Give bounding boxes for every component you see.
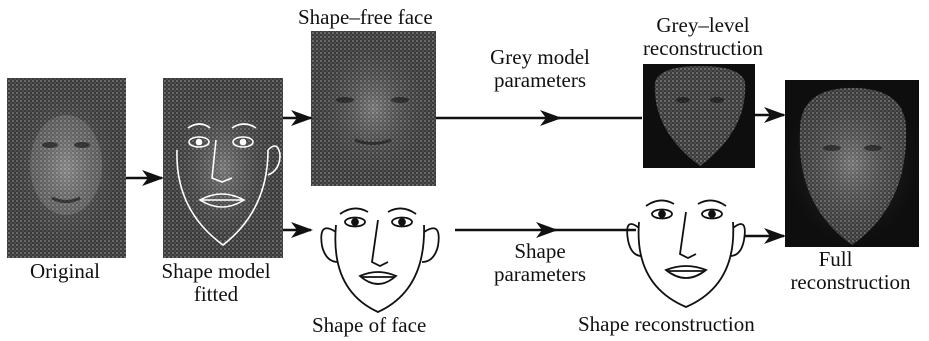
label-grey-recon-line2: reconstruction — [628, 37, 778, 60]
label-original: Original — [30, 260, 100, 283]
full-reconstruction-image — [785, 80, 919, 247]
label-shape-of-face: Shape of face — [312, 314, 426, 337]
shape-of-face-drawing — [321, 208, 438, 312]
original-face-image — [7, 78, 126, 258]
label-shape-params-line2: parameters — [480, 263, 600, 286]
label-shape-params-line1: Shape — [480, 240, 600, 263]
label-grey-params-line2: parameters — [480, 69, 600, 92]
shape-model-fitted-image — [163, 78, 283, 258]
label-full-line1: Full — [742, 248, 929, 271]
label-shape-reconstruction: Shape reconstruction — [578, 313, 755, 336]
label-shape-parameters: Shape parameters — [480, 240, 600, 286]
label-grey-model-parameters: Grey model parameters — [480, 46, 600, 92]
grey-level-reconstruction-image — [643, 64, 755, 168]
label-full-reconstruction: Full reconstruction — [772, 248, 929, 294]
label-full-line2: reconstruction — [772, 271, 929, 294]
label-grey-params-line1: Grey model — [480, 46, 600, 69]
label-fitted-line1: Shape model — [146, 260, 286, 283]
label-shape-model-fitted: Shape model fitted — [146, 260, 286, 306]
label-fitted-line2: fitted — [146, 283, 286, 306]
label-shape-free-face: Shape–free face — [298, 6, 433, 29]
label-grey-level-reconstruction: Grey–level reconstruction — [628, 14, 778, 60]
shape-reconstruction-drawing — [627, 200, 745, 307]
label-grey-recon-line1: Grey–level — [628, 14, 778, 37]
shape-free-face-image — [311, 31, 436, 186]
